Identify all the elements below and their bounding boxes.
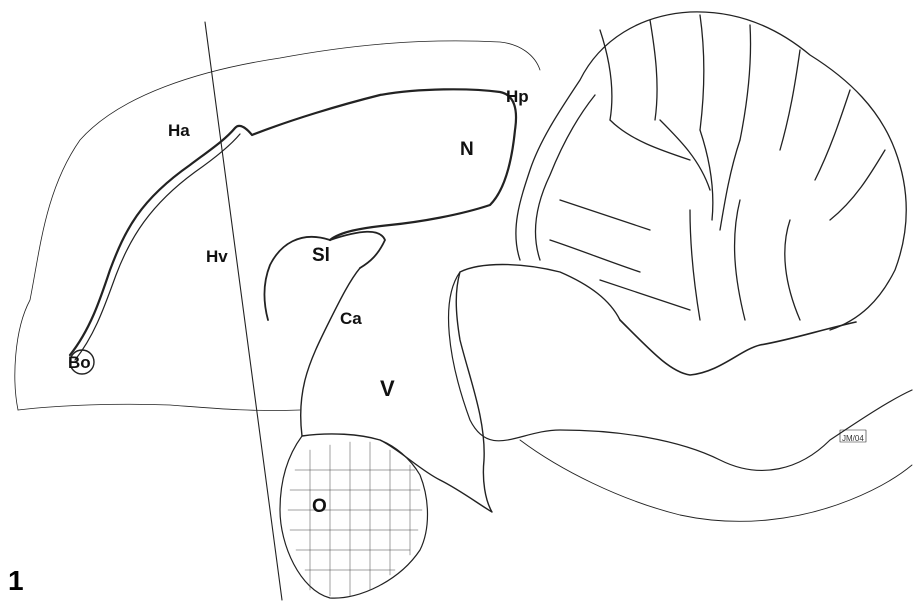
brainstem-lower (520, 440, 912, 521)
label-ha: Ha (168, 122, 190, 139)
brainstem-upper (620, 320, 856, 375)
label-ca: Ca (340, 310, 362, 327)
optic-tectum-outline (280, 436, 428, 598)
label-hp: Hp (506, 88, 529, 105)
label-bo: Bo (68, 354, 91, 371)
label-sl: Sl (312, 246, 330, 265)
forebrain-lower-outline (18, 404, 300, 410)
cerebellum-folia (516, 12, 906, 330)
label-v: V (380, 378, 395, 400)
figure-number: 1 (8, 565, 24, 597)
forebrain-outline (15, 41, 540, 410)
label-hv: Hv (206, 248, 228, 265)
ventricle-outline (301, 265, 620, 513)
section-line (205, 22, 282, 600)
artist-signature: JM/04 (842, 434, 864, 443)
optic-tectum-hatching (288, 442, 422, 596)
label-o: O (312, 497, 327, 516)
label-n: N (460, 140, 474, 159)
